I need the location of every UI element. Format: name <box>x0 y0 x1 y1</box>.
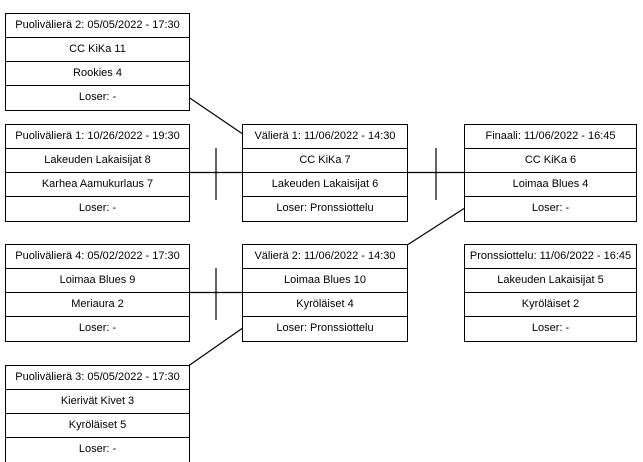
match-loser-destination: Loser: - <box>78 202 117 214</box>
match-team-2: Kyröläiset 5 <box>6 414 189 438</box>
match-header: Puolivälierä 3: 05/05/2022 - 17:30 <box>6 366 189 390</box>
match-header: Finaali: 11/06/2022 - 16:45 <box>465 125 636 149</box>
match-header: Välierä 1: 11/06/2022 - 14:30 <box>243 125 407 149</box>
match-header: Puolivälierä 4: 05/02/2022 - 17:30 <box>6 245 189 269</box>
match-team-2: Loimaa Blues 4 <box>465 173 636 197</box>
match-loser-destination: Loser: Pronssiottelu <box>276 322 374 334</box>
match-box-semifinal-1[interactable]: Välierä 1: 11/06/2022 - 14:30 CC KiKa 7 … <box>242 124 408 222</box>
match-box-quarterfinal-2[interactable]: Puolivälierä 2: 05/05/2022 - 17:30 CC Ki… <box>5 13 190 111</box>
match-team-2: Meriaura 2 <box>6 293 189 317</box>
match-team-1: Lakeuden Lakaisijat 8 <box>6 149 189 173</box>
match-header: Puolivälierä 1: 10/26/2022 - 19:30 <box>6 125 189 149</box>
match-loser-destination: Loser: - <box>78 322 117 334</box>
match-header: Puolivälierä 2: 05/05/2022 - 17:30 <box>6 14 189 38</box>
match-team-1: Kierivät Kivet 3 <box>6 390 189 414</box>
match-loser-destination: Loser: - <box>78 91 117 103</box>
match-loser-destination: Loser: - <box>78 443 117 455</box>
match-team-2: Karhea Aamukurlaus 7 <box>6 173 189 197</box>
match-team-1: CC KiKa 11 <box>6 38 189 62</box>
match-loser-destination: Loser: - <box>531 322 570 334</box>
match-box-final[interactable]: Finaali: 11/06/2022 - 16:45 CC KiKa 6 Lo… <box>464 124 637 222</box>
match-team-1: Loimaa Blues 9 <box>6 269 189 293</box>
match-header: Välierä 2: 11/06/2022 - 14:30 <box>243 245 407 269</box>
match-header: Pronssiottelu: 11/06/2022 - 16:45 <box>465 245 636 269</box>
match-team-1: CC KiKa 6 <box>465 149 636 173</box>
match-box-semifinal-2[interactable]: Välierä 2: 11/06/2022 - 14:30 Loimaa Blu… <box>242 244 408 342</box>
match-box-quarterfinal-1[interactable]: Puolivälierä 1: 10/26/2022 - 19:30 Lakeu… <box>5 124 190 222</box>
match-team-1: Loimaa Blues 10 <box>243 269 407 293</box>
match-loser-destination: Loser: - <box>531 202 570 214</box>
match-box-quarterfinal-3[interactable]: Puolivälierä 3: 05/05/2022 - 17:30 Kieri… <box>5 365 190 462</box>
match-team-1: Lakeuden Lakaisijat 5 <box>465 269 636 293</box>
match-box-third-place[interactable]: Pronssiottelu: 11/06/2022 - 16:45 Lakeud… <box>464 244 637 342</box>
match-team-2: Rookies 4 <box>6 62 189 86</box>
match-team-2: Lakeuden Lakaisijat 6 <box>243 173 407 197</box>
match-loser-destination: Loser: Pronssiottelu <box>276 202 374 214</box>
match-team-2: Kyröläiset 4 <box>243 293 407 317</box>
match-box-quarterfinal-4[interactable]: Puolivälierä 4: 05/02/2022 - 17:30 Loima… <box>5 244 190 342</box>
match-team-2: Kyröläiset 2 <box>465 293 636 317</box>
match-team-1: CC KiKa 7 <box>243 149 407 173</box>
